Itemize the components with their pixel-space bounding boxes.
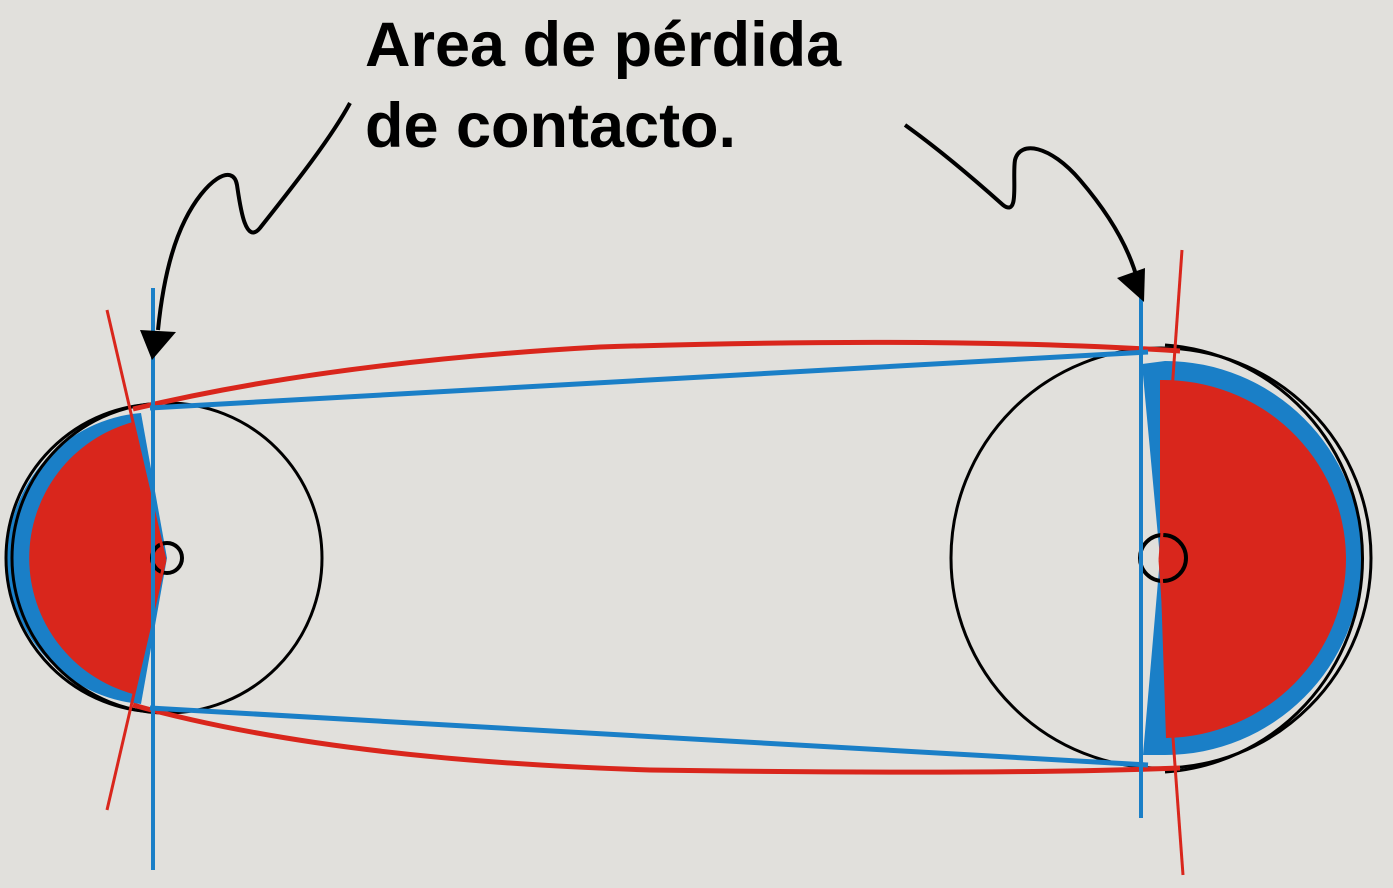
blue-belt — [149, 349, 1149, 768]
left-arrow-curve — [156, 102, 352, 331]
left-belt-wrap — [4, 402, 161, 714]
left-arrowhead-icon — [140, 330, 176, 360]
left-red-contact-area — [29, 422, 165, 694]
left-annotation-arrow — [140, 102, 352, 360]
right-red-contact-area — [1160, 379, 1346, 738]
right-arrow-curve — [903, 123, 1140, 283]
left-red-tangent-line-lower — [105, 559, 167, 811]
right-red-tangent-line-lower — [1158, 559, 1185, 876]
right-red-tangent-line — [1158, 249, 1184, 561]
red-belt — [132, 339, 1181, 775]
left-pulley — [4, 401, 324, 715]
right-belt-wrap — [1164, 343, 1364, 774]
right-arrowhead-icon — [1117, 268, 1145, 302]
left-red-tangent-line — [105, 309, 167, 561]
red-belt-bottom — [132, 702, 1181, 775]
annotation-line-1: Area de pérdida — [365, 10, 842, 80]
right-annotation-arrow — [903, 123, 1145, 302]
blue-belt-bottom — [149, 705, 1149, 768]
blue-belt-top — [149, 349, 1149, 411]
annotation-line-2: de contacto. — [365, 91, 737, 161]
red-belt-top — [132, 339, 1181, 412]
